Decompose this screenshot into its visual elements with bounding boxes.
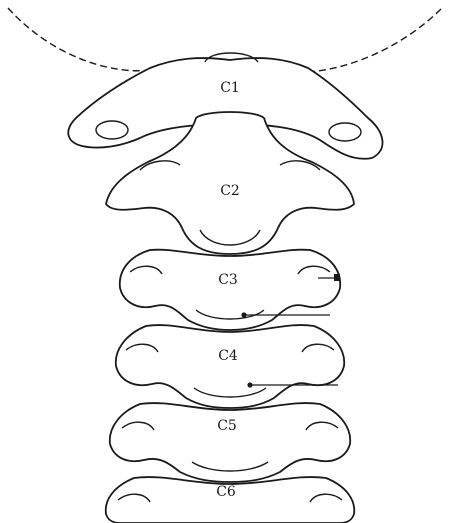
vertebra-c3: C3 — [120, 250, 340, 330]
skull-base-arc — [8, 8, 150, 71]
label-c1: C1 — [220, 80, 240, 96]
skull-base-arc-right — [308, 8, 442, 72]
vertebra-c4: C4 — [116, 325, 344, 408]
label-c4: C4 — [218, 348, 238, 364]
label-c2: C2 — [220, 183, 240, 199]
vertebra-c5: C5 — [110, 403, 350, 482]
vertebra-c6: C6 — [106, 477, 355, 523]
label-c3: C3 — [218, 272, 238, 288]
label-c5: C5 — [217, 418, 237, 434]
label-c6: C6 — [216, 484, 236, 500]
